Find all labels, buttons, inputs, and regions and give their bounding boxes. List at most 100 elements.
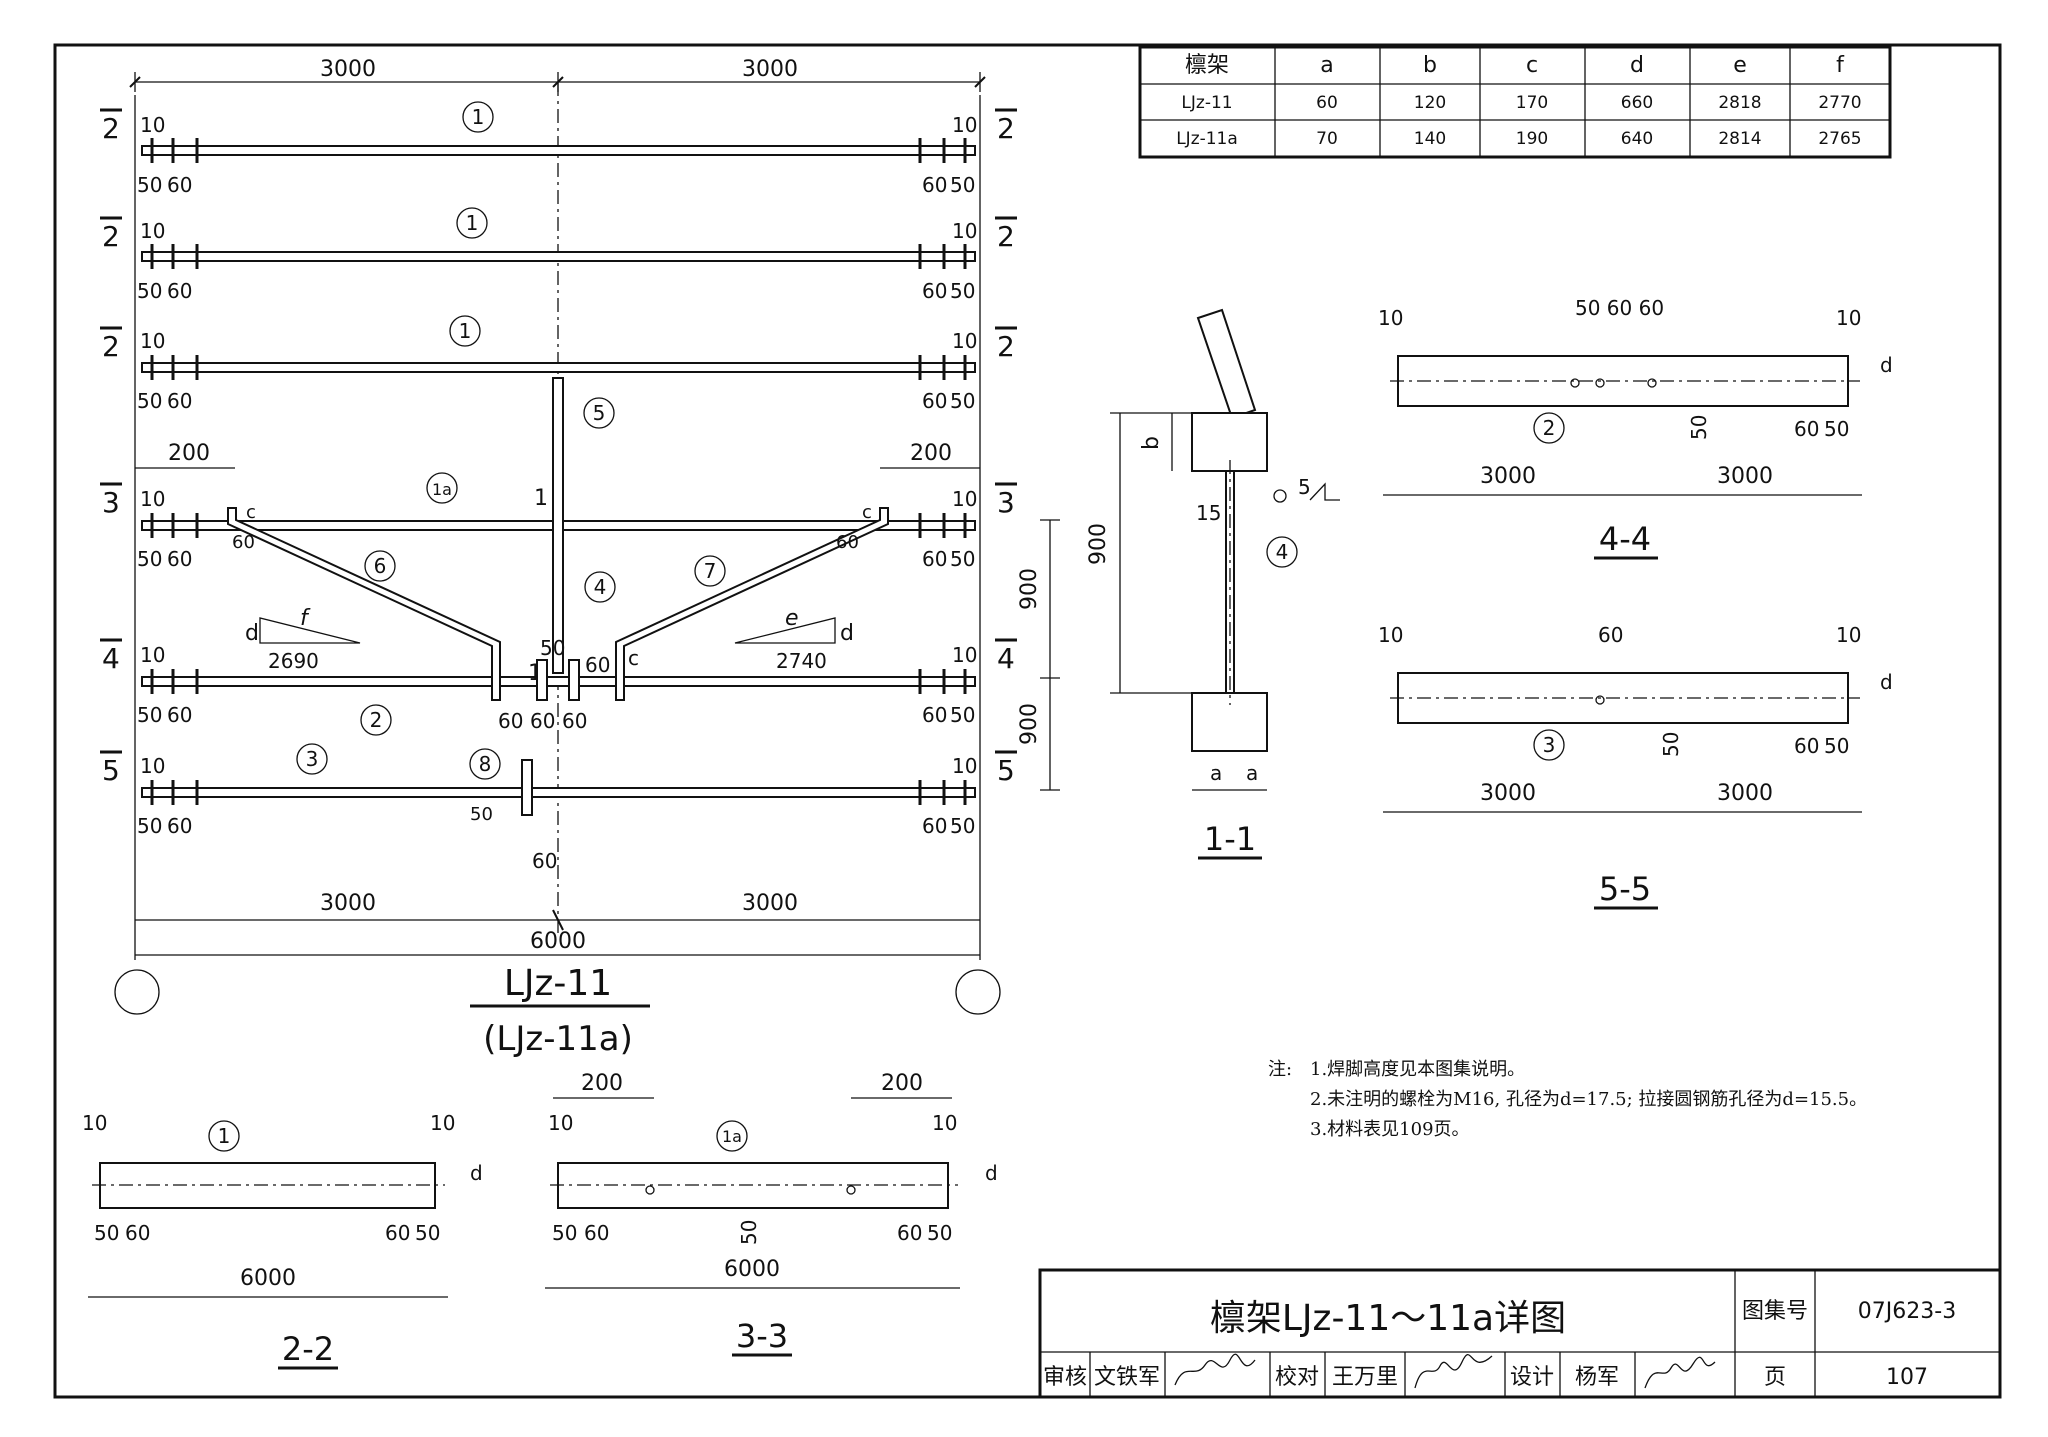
dim-200: 200 (581, 1071, 623, 1096)
purlin-bar-1 (141, 362, 976, 373)
dim-10: 10 (952, 329, 977, 353)
dim-60: 60 (922, 547, 947, 571)
dim-60: 60 (584, 1221, 609, 1245)
review-label: 审核 (1043, 1365, 1087, 1390)
dim-50: 50 (950, 547, 975, 571)
dim-200: 200 (910, 441, 952, 466)
dim-c: c (246, 502, 256, 523)
dim-10: 10 (140, 754, 165, 778)
dim-60: 60 (922, 814, 947, 838)
dim-10: 10 (140, 643, 165, 667)
section-mark-5: 5 (997, 754, 1015, 787)
member-callout-5: 5 (593, 401, 606, 425)
dim-50: 50 (137, 703, 162, 727)
view-title-5-5: 5-5 (1599, 870, 1651, 908)
dim-3000: 3000 (742, 891, 798, 916)
section-mark-5: 5 (102, 754, 120, 787)
dim-10: 10 (430, 1111, 455, 1135)
section-mark-3: 3 (997, 486, 1015, 519)
dim-50: 50 (137, 547, 162, 571)
dim-900: 900 (1017, 568, 1042, 610)
dim-10: 10 (932, 1111, 957, 1135)
sheet-border (53, 43, 2002, 1399)
dim-6000: 6000 (530, 929, 586, 954)
view-title-4-4: 4-4 (1599, 520, 1651, 558)
view-title-2-2: 2-2 (282, 1330, 334, 1368)
dim-10: 10 (1836, 306, 1861, 330)
dim-900: 900 (1086, 523, 1111, 565)
table-cell: 140 (1414, 129, 1446, 149)
dim-10: 10 (1378, 623, 1403, 647)
dim-60: 60 (532, 849, 557, 873)
member-callout-4: 4 (1276, 540, 1289, 564)
dim-3000: 3000 (1717, 781, 1773, 806)
section-mark-2: 2 (997, 330, 1015, 363)
table-header-6: f (1836, 53, 1845, 78)
brace-member-7 (615, 507, 889, 701)
member-8 (521, 759, 533, 816)
table-cell: LJz-11a (1176, 129, 1238, 149)
table-header-0: 檩架 (1185, 53, 1229, 78)
member-callout-3: 3 (1543, 733, 1556, 757)
member-callout-8: 8 (479, 752, 492, 776)
clip-plate (536, 659, 548, 701)
dim-60: 60 (167, 389, 192, 413)
member-callout-1: 1 (472, 105, 485, 129)
post-member (552, 377, 564, 674)
table-cell: 2765 (1818, 129, 1861, 149)
note-item: 2.未注明的螺栓为M16, 孔径为d=17.5; 拉接圆钢筋孔径为d=15.5。 (1310, 1089, 1868, 1110)
section-mark-2: 2 (102, 220, 120, 253)
designer-name: 杨军 (1575, 1365, 1619, 1390)
table-cell: 60 (1316, 93, 1338, 113)
checker-signature (1414, 1354, 1493, 1389)
dim-60: 60 (530, 709, 555, 733)
dim-200: 200 (881, 1071, 923, 1096)
axis-bubble-right (955, 969, 1001, 1015)
member-callout-2: 2 (370, 708, 383, 732)
checker-name: 王万里 (1332, 1365, 1398, 1390)
note-item: 3.材料表见109页。 (1310, 1119, 1470, 1140)
dim-3000: 3000 (1480, 781, 1536, 806)
dim-2690: 2690 (268, 649, 319, 673)
dim-d: d (470, 1161, 483, 1185)
main-title: LJz-11 (504, 963, 612, 1004)
dim-60: 60 (836, 532, 859, 553)
dim-900: 900 (1017, 703, 1042, 745)
page-label: 页 (1764, 1365, 1786, 1390)
dim-15: 15 (1196, 501, 1221, 525)
purlin-bar-3 (141, 787, 976, 798)
dimension-table: 檩架 a b c d e f LJz-11 60 120 170 660 281… (1138, 45, 1892, 159)
table-header-2: b (1423, 53, 1437, 78)
dim-50: 50 (137, 389, 162, 413)
dim-50: 50 (137, 173, 162, 197)
clip-plate (568, 659, 580, 701)
dim-10: 10 (952, 219, 977, 243)
section-mark-4: 4 (997, 642, 1015, 675)
dim-d: d (1880, 353, 1893, 377)
dim-50: 50 (950, 173, 975, 197)
dim-10: 10 (140, 219, 165, 243)
dim-60: 60 (1794, 417, 1819, 441)
dim-60: 60 (1598, 623, 1623, 647)
table-cell: 640 (1621, 129, 1653, 149)
dim-50: 50 (950, 814, 975, 838)
notes-heading: 注: (1268, 1059, 1293, 1080)
page-number: 107 (1886, 1365, 1928, 1390)
dim-10: 10 (952, 754, 977, 778)
dim-60: 60 (922, 173, 947, 197)
dim-3000: 3000 (742, 57, 798, 82)
dim-50: 50 (94, 1221, 119, 1245)
check-label: 校对 (1275, 1365, 1319, 1390)
table-cell: 70 (1316, 129, 1338, 149)
dim-60: 60 (922, 389, 947, 413)
section-mark-2: 2 (102, 330, 120, 363)
slope-d: d (245, 621, 259, 646)
member-callout-1: 1 (459, 319, 472, 343)
dim-10: 10 (1378, 306, 1403, 330)
designer-signature (1644, 1356, 1716, 1389)
dim-10: 10 (1836, 623, 1861, 647)
dim-10: 10 (140, 487, 165, 511)
dim-60: 60 (562, 709, 587, 733)
dim-50: 50 (470, 804, 493, 825)
table-header-3: c (1526, 53, 1538, 78)
